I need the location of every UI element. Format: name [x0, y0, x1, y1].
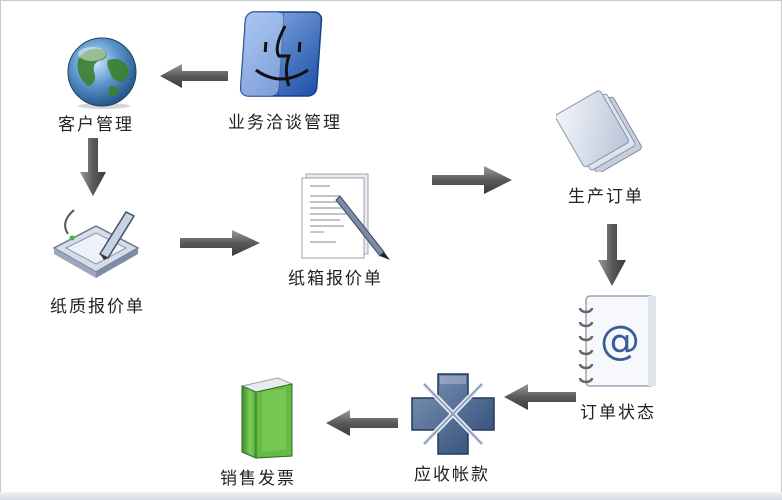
stacked-papers-icon	[555, 90, 642, 174]
finder-face-icon	[239, 11, 323, 97]
arrow-paper-to-carton-quote	[180, 230, 260, 256]
node-order-status: @	[576, 292, 662, 392]
network-hub-icon	[411, 373, 495, 455]
node-business-negotiation	[238, 8, 330, 104]
label-customer-management: 客户管理	[58, 115, 134, 135]
label-order-status: 订单状态	[580, 403, 656, 423]
label-sales-invoice: 销售发票	[220, 469, 296, 489]
node-customer-management	[62, 34, 146, 110]
svg-text:@: @	[600, 318, 640, 364]
globe-icon	[67, 37, 137, 109]
node-receivables	[410, 372, 496, 456]
bottom-band	[0, 492, 782, 500]
arrow-receivables-to-sales-invoice	[326, 410, 398, 436]
node-sales-invoice	[234, 376, 300, 460]
document-pen-icon	[301, 173, 390, 260]
green-book-icon	[241, 377, 293, 459]
node-paper-quote	[50, 198, 142, 280]
node-carton-quote	[300, 170, 394, 262]
label-receivables: 应收帐款	[414, 465, 490, 485]
node-production-order	[555, 88, 648, 174]
label-production-order: 生产订单	[568, 187, 644, 207]
label-paper-quote: 纸质报价单	[50, 297, 145, 317]
arrow-production-to-order-status	[598, 224, 626, 286]
arrow-carton-to-production-order	[432, 166, 512, 194]
label-business-negotiation: 业务洽谈管理	[228, 113, 342, 133]
address-book-icon: @	[578, 295, 656, 387]
arrow-customer-to-paper-quote	[80, 138, 106, 196]
label-carton-quote: 纸箱报价单	[288, 269, 383, 289]
arrow-order-status-to-receivables	[504, 384, 576, 410]
arrow-negotiation-to-customer	[160, 64, 228, 88]
drawing-tablet-icon	[52, 209, 140, 278]
